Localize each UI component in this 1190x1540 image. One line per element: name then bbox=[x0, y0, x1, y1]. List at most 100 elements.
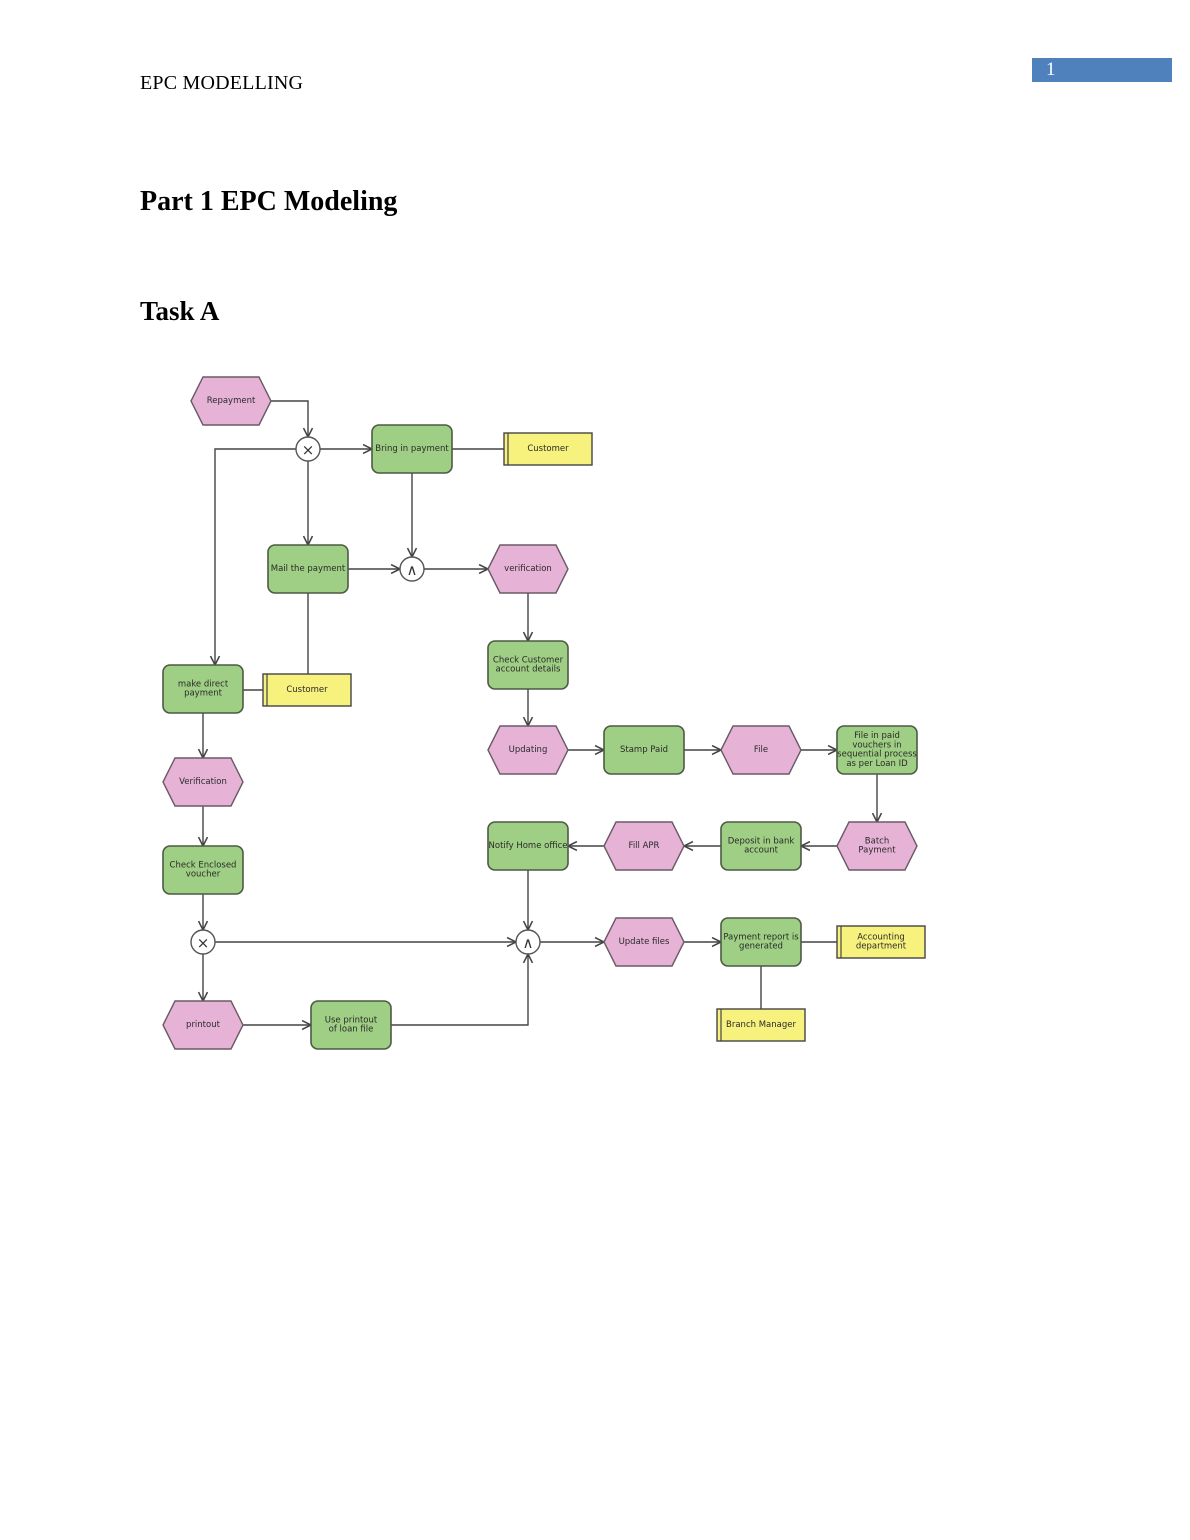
function-node-bring: Bring in payment bbox=[371, 424, 453, 474]
connector-symbol: × bbox=[197, 934, 210, 952]
connector-symbol: ∧ bbox=[407, 561, 418, 579]
node-label: Stamp Paid bbox=[620, 745, 668, 755]
node-label: Check Customer bbox=[493, 655, 564, 665]
xor-node-xor1: × bbox=[295, 436, 321, 462]
event-hexagon bbox=[720, 725, 802, 775]
node-label: account bbox=[744, 846, 779, 856]
and-node-and2: ∧ bbox=[515, 929, 541, 955]
node-label: sequential process bbox=[837, 750, 917, 760]
node-label: Fill APR bbox=[629, 841, 660, 851]
org-node-cust1: Customer bbox=[503, 432, 593, 466]
page-number: 1 bbox=[1032, 58, 1172, 82]
function-node-mail: Mail the payment bbox=[267, 544, 349, 594]
running-head: EPC MODELLING bbox=[140, 72, 304, 94]
xor-connector-icon bbox=[295, 436, 321, 462]
function-box bbox=[603, 725, 685, 775]
org-node-cust2: Customer bbox=[262, 673, 352, 707]
node-label: Repayment bbox=[207, 396, 256, 406]
node-label: File in paid bbox=[854, 731, 900, 741]
event-hexagon bbox=[487, 544, 569, 594]
node-label: of loan file bbox=[329, 1025, 374, 1035]
org-node-branch: Branch Manager bbox=[716, 1008, 806, 1042]
node-label: Mail the payment bbox=[271, 564, 346, 574]
and-connector-icon bbox=[515, 929, 541, 955]
function-box bbox=[720, 821, 802, 871]
event-hexagon bbox=[487, 725, 569, 775]
event-node-updating: Updating bbox=[487, 725, 569, 775]
node-label: Notify Home office bbox=[489, 841, 568, 851]
org-unit-box bbox=[503, 432, 593, 466]
node-label: Check Enclosed bbox=[170, 860, 237, 870]
event-hexagon bbox=[162, 1000, 244, 1050]
node-label: Update files bbox=[619, 937, 670, 947]
function-box bbox=[487, 821, 569, 871]
edge-xor1-to-direct bbox=[215, 448, 296, 665]
node-label: Updating bbox=[509, 745, 548, 755]
function-box bbox=[720, 917, 802, 967]
node-label: Bring in payment bbox=[375, 444, 449, 454]
node-label: Payment bbox=[858, 846, 896, 856]
part-heading: Part 1 EPC Modeling bbox=[140, 186, 398, 217]
event-node-file: File bbox=[720, 725, 802, 775]
function-box bbox=[310, 1000, 392, 1050]
event-node-verif2: Verification bbox=[162, 757, 244, 807]
event-node-printout: printout bbox=[162, 1000, 244, 1050]
node-label: Payment report is bbox=[723, 932, 799, 942]
event-hexagon bbox=[603, 917, 685, 967]
and-connector-icon bbox=[399, 556, 425, 582]
event-node-fillapr: Fill APR bbox=[603, 821, 685, 871]
task-heading: Task A bbox=[140, 296, 220, 326]
node-label: printout bbox=[186, 1020, 221, 1030]
event-node-updfiles: Update files bbox=[603, 917, 685, 967]
node-label: make direct bbox=[178, 679, 229, 689]
node-label: Verification bbox=[179, 777, 227, 787]
node-label: account details bbox=[496, 665, 561, 675]
event-hexagon bbox=[603, 821, 685, 871]
connector-symbol: ∧ bbox=[523, 934, 534, 952]
node-label: voucher bbox=[186, 870, 221, 880]
event-node-verif1: verification bbox=[487, 544, 569, 594]
function-node-notify: Notify Home office bbox=[487, 821, 569, 871]
function-box bbox=[162, 845, 244, 895]
node-label: payment bbox=[184, 689, 223, 699]
node-label: Use printout bbox=[325, 1015, 378, 1025]
org-unit-box bbox=[836, 925, 926, 959]
event-hexagon bbox=[162, 757, 244, 807]
event-hexagon bbox=[190, 376, 272, 426]
org-unit-box bbox=[716, 1008, 806, 1042]
node-label: vouchers in bbox=[852, 740, 901, 750]
function-box bbox=[162, 664, 244, 714]
node-label: generated bbox=[739, 942, 783, 952]
node-label: Customer bbox=[286, 685, 328, 695]
xor-node-xor2: × bbox=[190, 929, 216, 955]
node-label: verification bbox=[504, 564, 552, 574]
node-label: Branch Manager bbox=[726, 1020, 796, 1030]
function-box bbox=[371, 424, 453, 474]
event-node-repayment: Repayment bbox=[190, 376, 272, 426]
edge-useprint-to-and2 bbox=[391, 954, 528, 1026]
function-node-stamp: Stamp Paid bbox=[603, 725, 685, 775]
xor-connector-icon bbox=[190, 929, 216, 955]
node-label: Deposit in bank bbox=[728, 836, 795, 846]
connector-symbol: × bbox=[302, 441, 315, 459]
node-label: as per Loan ID bbox=[846, 759, 908, 769]
function-box bbox=[836, 725, 918, 775]
node-label: Batch bbox=[865, 836, 889, 846]
org-unit-box bbox=[262, 673, 352, 707]
event-hexagon bbox=[836, 821, 918, 871]
node-label: Customer bbox=[527, 444, 569, 454]
node-label: Accounting bbox=[857, 932, 904, 942]
function-box bbox=[487, 640, 569, 690]
node-label: department bbox=[856, 942, 907, 952]
function-box bbox=[267, 544, 349, 594]
node-label: File bbox=[754, 745, 768, 755]
